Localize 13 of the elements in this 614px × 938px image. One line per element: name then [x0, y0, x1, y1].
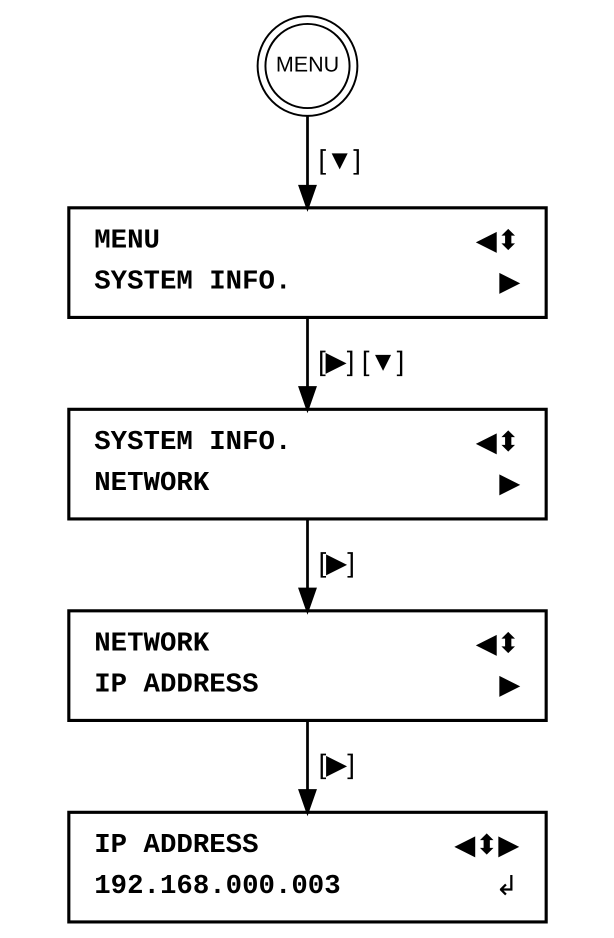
arrow [298, 116, 316, 212]
arrow [298, 519, 316, 615]
node-box: MENU ◀⬍ SYSTEM INFO. ▶ [66, 206, 548, 319]
edge-label: [▶] [318, 748, 354, 780]
node-box: NETWORK ◀⬍ IP ADDRESS ▶ [66, 609, 548, 722]
node-box: IP ADDRESS ◀⬍▶ 192.168.000.003 ↲ [66, 810, 548, 924]
node-box: SYSTEM INFO. ◀⬍ NETWORK ▶ [66, 408, 548, 520]
edge-label: [▶] [318, 547, 354, 578]
edge-label: [▶] [▼] [318, 346, 404, 377]
edge-label: [▼] [318, 144, 360, 176]
node-circle: MENU [256, 15, 358, 117]
arrow [298, 720, 316, 816]
arrow [298, 318, 316, 414]
